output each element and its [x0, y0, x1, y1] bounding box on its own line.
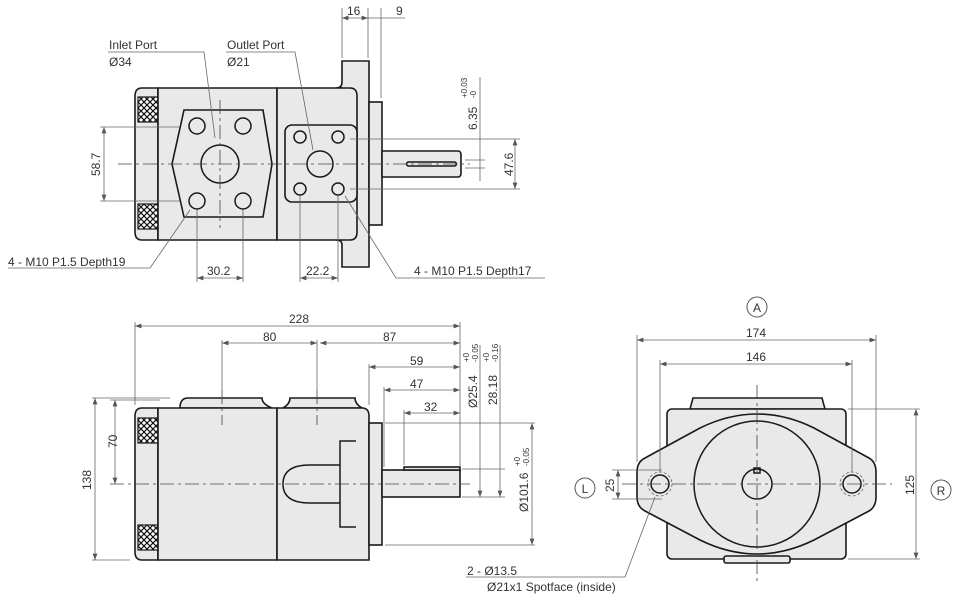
hatch-bottom — [137, 524, 159, 551]
shaft-keyway — [405, 161, 458, 167]
front-view: A L R 174 146 125 25 2 - Ø13.5 Ø21x1 Spo… — [466, 296, 952, 594]
rear-port-boss — [179, 397, 273, 409]
dim-59: 59 — [410, 354, 424, 368]
tol-6-35-upper: +0.03 — [460, 77, 469, 98]
dim-shaft-diameter: Ø25.4 — [466, 375, 480, 408]
dim-30-2: 30.2 — [207, 264, 231, 278]
tol-key-lower: -0.16 — [491, 343, 500, 362]
dim-138: 138 — [80, 470, 94, 490]
outlet-port-diameter: Ø21 — [227, 55, 250, 69]
dim-228: 228 — [289, 312, 309, 326]
tol-pilot-lower: -0.05 — [522, 447, 531, 466]
side-view: 228 80 87 59 47 32 Ø25.4 +0 -0.05 28.18 … — [80, 312, 535, 561]
rotor-outline — [282, 464, 340, 504]
hole-note: 2 - Ø13.5 — [467, 564, 517, 578]
dim-16: 16 — [347, 4, 361, 18]
view-marker-a: A — [746, 296, 768, 318]
hatch-top — [137, 417, 159, 444]
view-marker-l: L — [574, 477, 596, 499]
hatch-top — [137, 96, 159, 123]
dim-47: 47 — [410, 377, 424, 391]
inlet-flange — [171, 109, 273, 218]
inlet-port-label: Inlet Port — [109, 38, 158, 52]
dim-6-35: 6.35 — [466, 106, 480, 130]
top-boss — [688, 397, 827, 410]
inlet-port-diameter: Ø34 — [109, 55, 132, 69]
dim-key-height: 28.18 — [486, 375, 500, 405]
outlet-bolt-note: 4 - M10 P1.5 Depth17 — [414, 264, 532, 278]
tol-6-35-lower: -0 — [469, 90, 478, 98]
dim-pilot-diameter: Ø101.6 — [517, 472, 531, 512]
tol-pilot-upper: +0 — [513, 456, 522, 466]
pilot — [368, 101, 383, 226]
shaft-key — [403, 466, 461, 471]
shaft — [381, 469, 461, 498]
dim-125: 125 — [903, 475, 917, 495]
dim-25: 25 — [603, 478, 617, 492]
tol-key-upper: +0 — [482, 352, 491, 362]
spotface-note: Ø21x1 Spotface (inside) — [487, 580, 616, 594]
inlet-bolts — [188, 117, 252, 210]
dim-87: 87 — [383, 330, 397, 344]
dim-70: 70 — [106, 434, 120, 448]
svg-text:A: A — [753, 301, 761, 315]
view-marker-r: R — [930, 479, 952, 501]
tol-shaft-upper: +0 — [462, 352, 471, 362]
front-port-boss — [279, 397, 366, 409]
dim-58-7: 58.7 — [89, 152, 103, 176]
dim-80: 80 — [263, 330, 277, 344]
outlet-flange — [284, 124, 358, 203]
svg-text:L: L — [582, 482, 589, 496]
top-view: Inlet Port Ø34 Outlet Port Ø21 16 9 6.35… — [8, 4, 545, 282]
dim-22-2: 22.2 — [306, 264, 330, 278]
dim-174: 174 — [746, 326, 766, 340]
dim-32: 32 — [424, 400, 438, 414]
dim-146: 146 — [746, 350, 766, 364]
hatch-bottom — [137, 203, 159, 230]
inlet-bolt-note: 4 - M10 P1.5 Depth19 — [8, 255, 126, 269]
outlet-bolts — [293, 130, 345, 196]
svg-text:R: R — [937, 484, 946, 498]
dim-9: 9 — [396, 4, 403, 18]
outlet-port-label: Outlet Port — [227, 38, 285, 52]
dim-47-6: 47.6 — [502, 152, 516, 176]
tol-shaft-lower: -0.05 — [471, 343, 480, 362]
